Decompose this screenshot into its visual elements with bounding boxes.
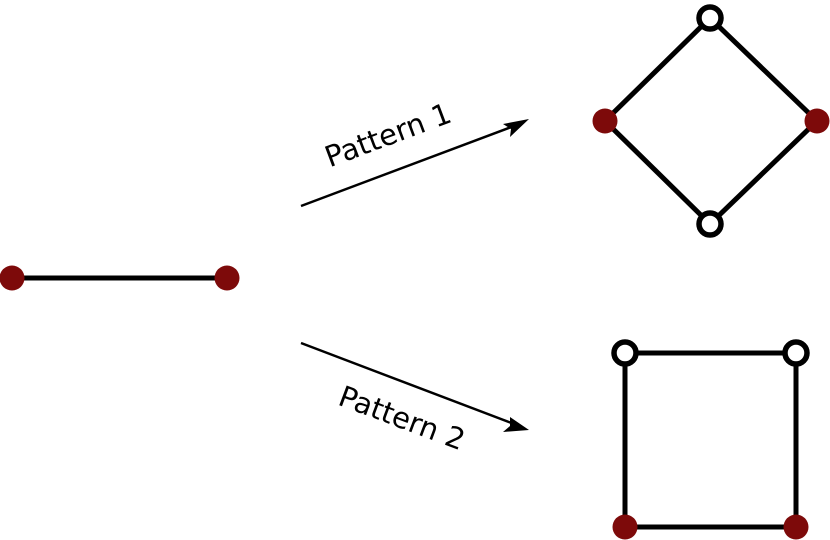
pattern2-node-bottom-right [783, 514, 809, 540]
pattern1-arrow-line [300, 124, 515, 208]
pattern2-node-top-right [782, 339, 810, 367]
pattern1-node-bottom [696, 210, 724, 238]
pattern2-arrow [300, 341, 529, 432]
pattern2-graph [611, 339, 810, 540]
pattern2-node-top-left [611, 339, 639, 367]
pattern1-node-top [696, 4, 724, 32]
pattern1-graph [592, 4, 830, 238]
source-node-right [214, 265, 240, 291]
pattern1-node-right [804, 108, 830, 134]
pattern2-label: Pattern 2 [334, 379, 470, 457]
source-node-left [0, 265, 25, 291]
pattern1-node-left [592, 108, 618, 134]
pattern1-arrowhead [503, 119, 529, 137]
pattern2-edges [622, 350, 799, 530]
pattern1-edges [601, 14, 821, 228]
pattern1-arrow [300, 119, 529, 208]
pattern1-label: Pattern 1 [320, 96, 456, 174]
source-graph [0, 265, 240, 291]
pattern2-arrowhead [503, 417, 529, 432]
pattern2-arrow-line [300, 341, 515, 426]
pattern2-node-bottom-left [612, 514, 638, 540]
